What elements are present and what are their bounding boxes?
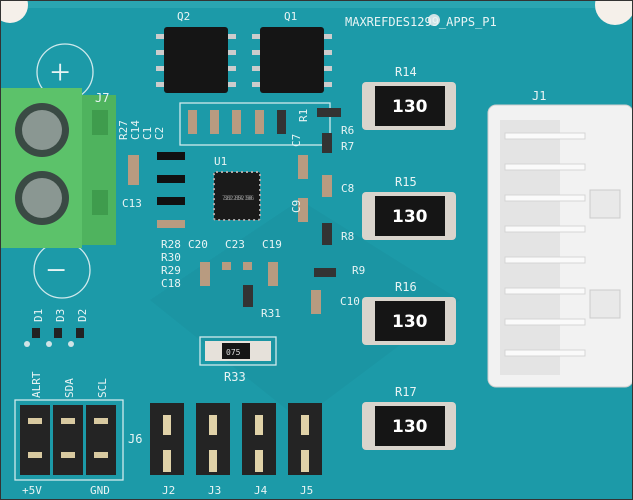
silk-label-c19: C19 [262,238,282,251]
q2-label: Q2 [177,10,190,23]
resistor-r16: R16 130 [362,280,456,345]
resistor-label: R14 [395,65,417,79]
silk-label-c14: C14 [129,120,142,140]
led-label-d2: D2 [76,309,89,322]
screw-icon [22,178,62,218]
j1-label: J1 [532,89,546,103]
silk-label-r30: R30 [161,251,181,264]
mounting-hole [595,0,633,25]
resistor-value: 130 [392,97,428,117]
resistor-value: 130 [392,312,428,332]
header-pin [20,405,50,475]
u1-label: U1 [214,155,227,168]
led-icon [54,328,62,338]
terminal-block-j7: + − J7 [0,43,116,299]
screw-icon [22,110,62,150]
jumper-label: J3 [208,484,221,497]
resistor-r15: R15 130 [362,175,456,240]
mosfet-q2: Q2 [156,10,236,93]
resistor-label: R15 [395,175,417,189]
resistor-value: 130 [392,207,428,227]
j6-label: J6 [128,432,142,446]
mounting-hole [0,0,28,23]
jumper-j5[interactable]: J5 [288,403,322,497]
silk-label-r9: R9 [352,264,365,277]
sense-resistor-r33: 075 R33 [199,336,277,384]
jumper-j2[interactable]: J2 [150,403,184,497]
led-icon [76,328,84,338]
r33-value: 075 [226,348,241,357]
silk-label-r8: R8 [341,230,354,243]
resistor-label: R16 [395,280,417,294]
plus-symbol: + [50,52,70,92]
minus-symbol: − [46,250,66,290]
led-label-d3: D3 [54,309,67,322]
silk-label-r7: R7 [341,140,354,153]
r33-label: R33 [224,370,246,384]
q1-label: Q1 [284,10,297,23]
silk-label-c8: C8 [341,182,354,195]
led-label-d1: D1 [32,309,45,322]
j6-pin-label-alrt: ALRT [30,371,43,398]
header-pin [53,405,83,475]
status-leds: D1 D3 D2 [24,309,89,347]
j7-label: J7 [95,91,109,105]
mosfet-q1: Q1 [252,10,332,93]
header-j6: ALRT SDA SCL J6 +5V GND [14,371,142,497]
silk-label-c1: C1 [141,127,154,140]
jumper-label: J2 [162,484,175,497]
header-pin [86,405,116,475]
silk-label-c9: C9 [290,200,303,213]
silk-label-r29: R29 [161,264,181,277]
silk-label-r27: R27 [117,120,130,140]
resistor-label: R17 [395,385,417,399]
silk-label-r31: R31 [261,307,281,320]
jumper-j4[interactable]: J4 [242,403,276,497]
jumper-label: J5 [300,484,313,497]
jumper-j3[interactable]: J3 [196,403,230,497]
led-icon [32,328,40,338]
jumpers: J2 J3 J4 J5 [150,403,322,497]
silk-label-c7: C7 [290,134,303,147]
ic-u1: U1 732022 2015A2 1580G [213,155,261,221]
connector-j1: J1 [487,89,633,388]
silk-label-c10: C10 [340,295,360,308]
silk-label-r6: R6 [341,124,354,137]
j6-gnd-label: GND [90,484,110,497]
j6-5v-label: +5V [22,484,42,497]
jumper-label: J4 [254,484,268,497]
silk-label-c13: C13 [122,197,142,210]
silk-label-r28: R28 [161,238,181,251]
resistor-r17: R17 130 [362,385,456,450]
silk-label-c20: C20 [188,238,208,251]
resistor-r14: R14 130 [362,65,456,130]
u1-marking: 732022 2015A2 1580G [222,195,254,202]
resistor-value: 130 [392,417,428,437]
silk-label-c18: C18 [161,277,181,290]
silk-label-r1: R1 [297,109,310,122]
silk-label-c23: C23 [225,238,245,251]
j6-pin-label-scl: SCL [96,378,109,398]
board-title: MAXREFDES1299_APPS_P1 [345,15,497,29]
silk-label-c2: C2 [153,127,166,140]
j6-pin-label-sda: SDA [63,378,76,398]
